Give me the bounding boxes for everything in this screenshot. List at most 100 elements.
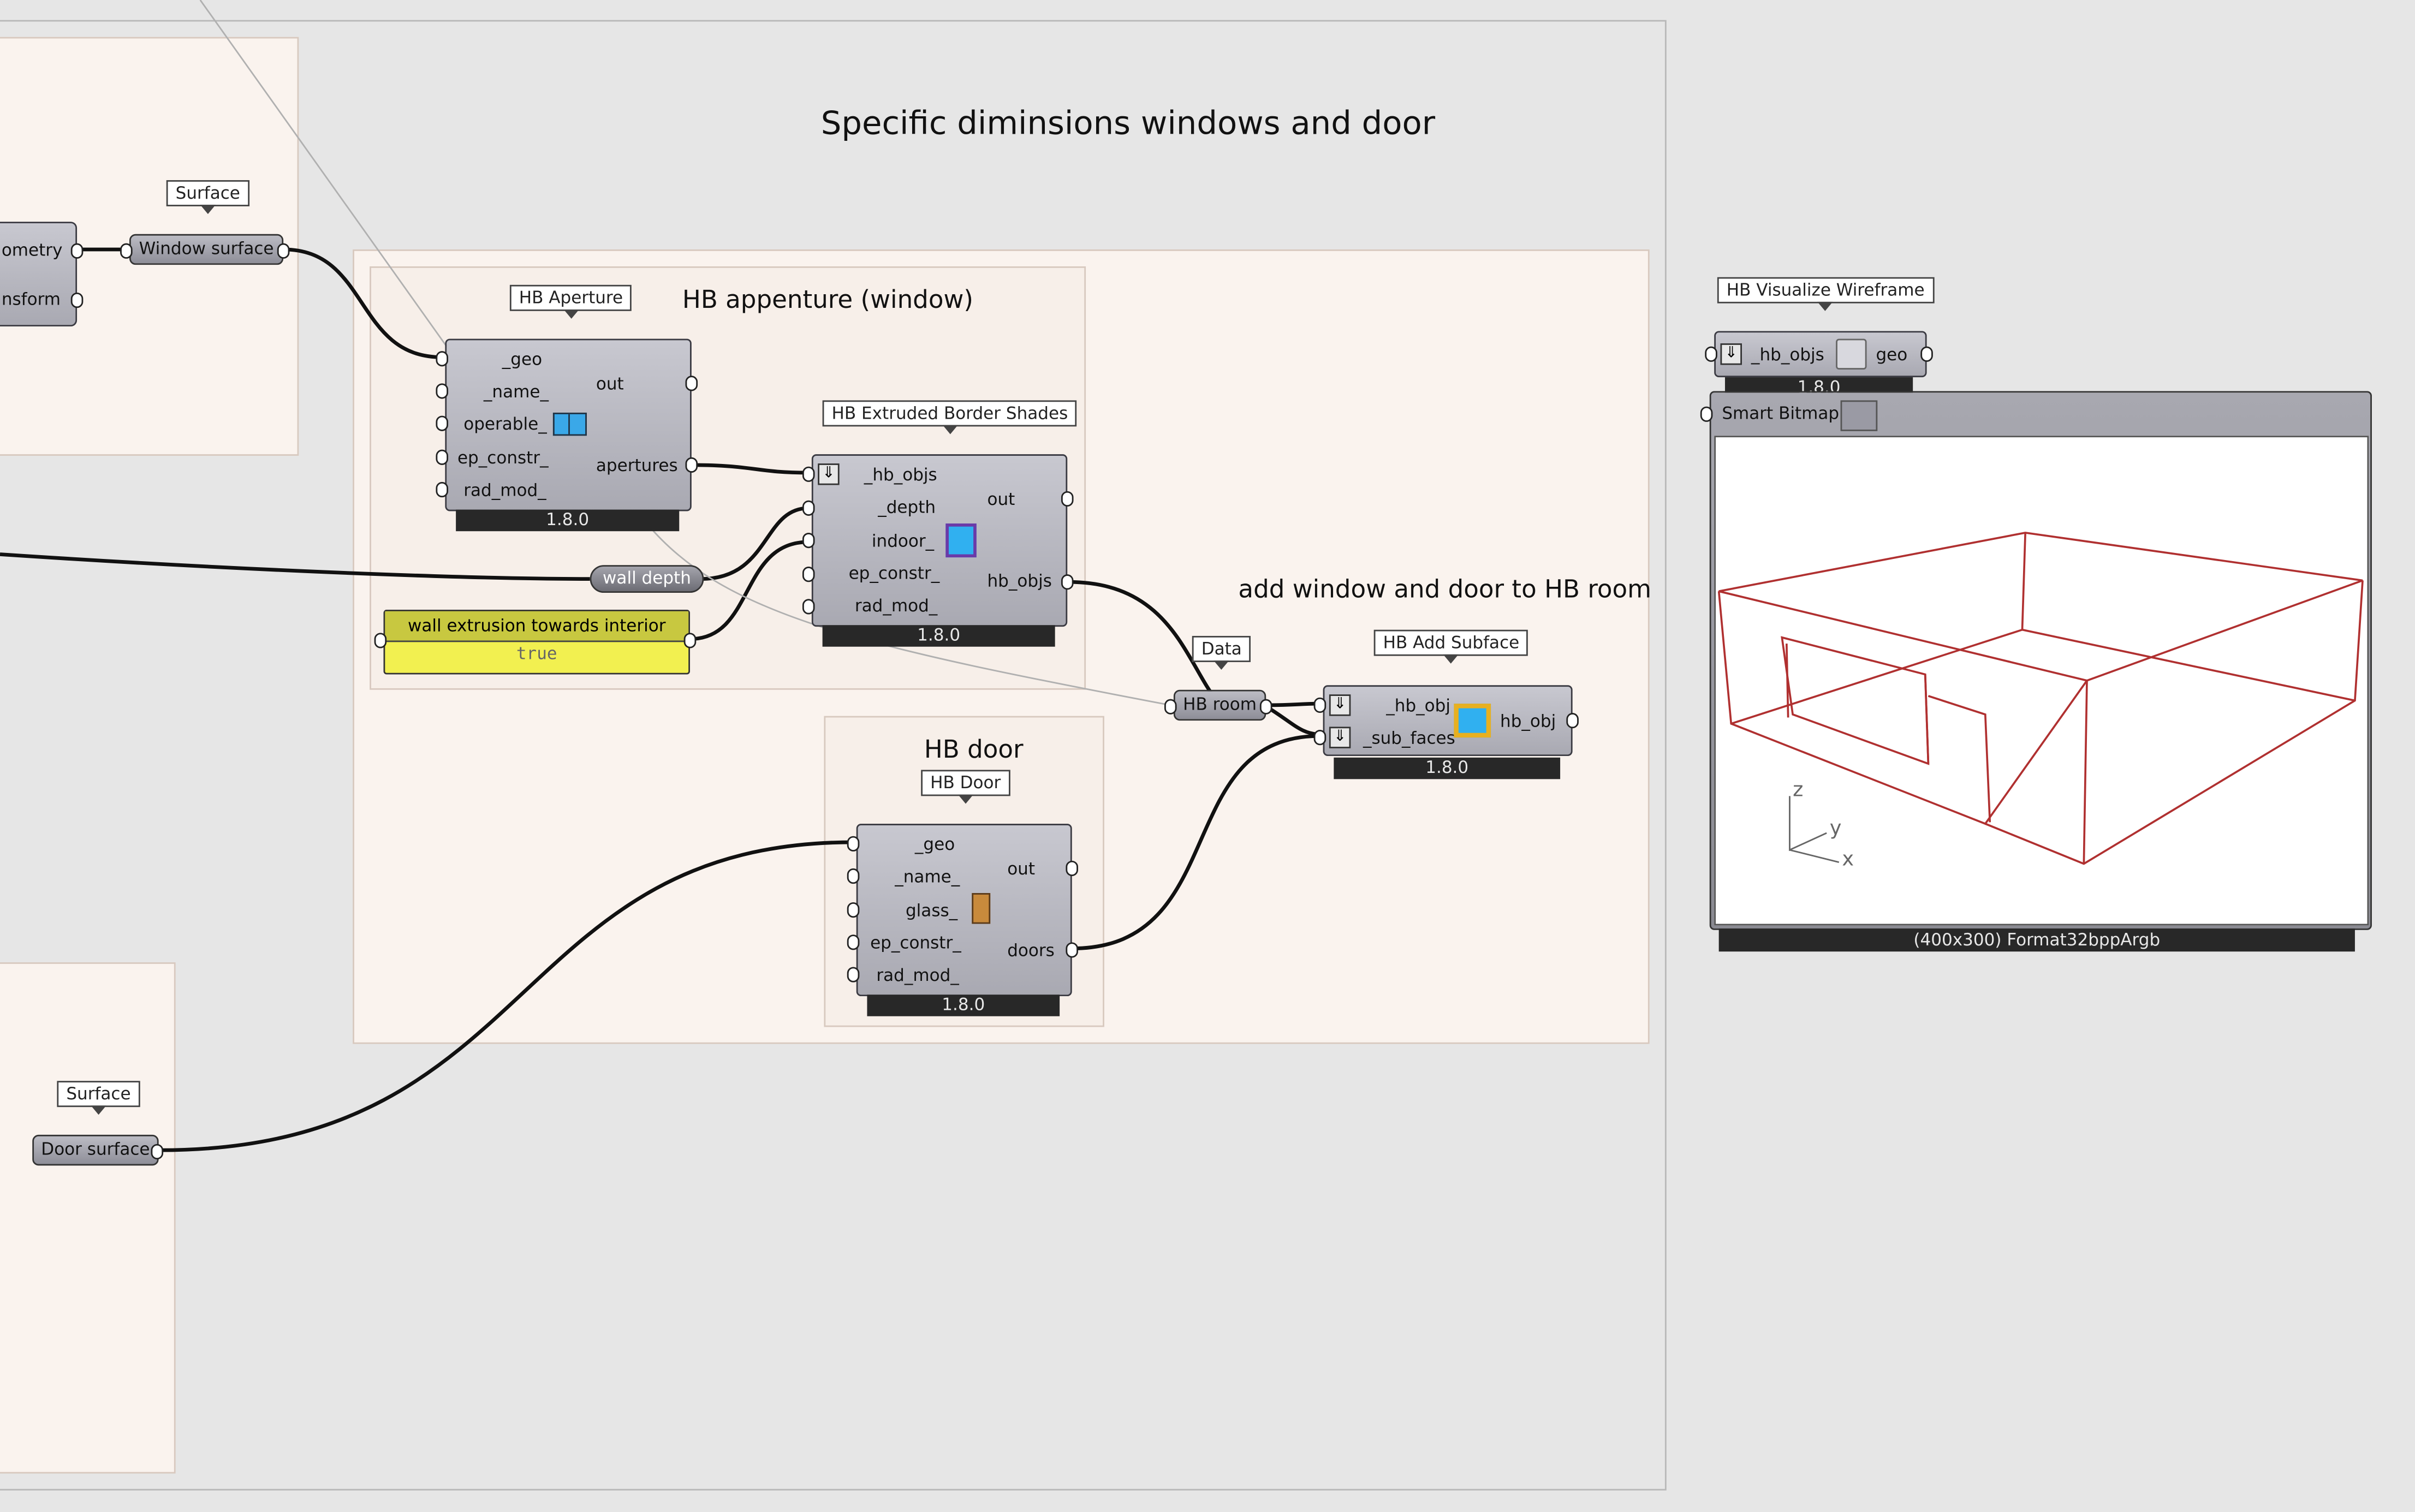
door-output-doors: doors [1007,940,1055,961]
wall-extrusion-toggle[interactable]: wall extrusion towards interior true [383,610,690,675]
shades-port-rad-mod[interactable] [802,599,815,615]
toggle-output-port[interactable] [683,633,697,648]
hb-room-param[interactable]: HB room [1173,689,1266,721]
toggle-input-port[interactable] [374,633,387,648]
hb-aperture-version: 1.8.0 [456,509,680,532]
axis-x-label: x [1842,847,1854,870]
toggle-label: wall extrusion towards interior [385,611,689,642]
subface-port-sub-faces[interactable] [1313,730,1327,746]
door-icon [972,893,991,924]
hb-door-note: HB Door [921,770,1010,804]
smart-bitmap-panel[interactable]: Smart Bitmap [1709,391,2372,930]
door-surface-output-port[interactable] [151,1144,164,1160]
window-surface-output-port[interactable] [277,243,290,259]
aperture-input-ep-constr: ep_constr_ [457,448,549,468]
toggle-value: true [516,644,557,664]
geometry-output-port[interactable] [70,243,84,259]
shades-port-hb-objs-out[interactable] [1061,574,1074,590]
subface-port-hb-obj[interactable] [1313,697,1327,713]
house-icon [1836,338,1867,370]
shades-port-indoor[interactable] [802,532,815,549]
aperture-port-ep-constr[interactable] [436,449,449,465]
graft-arrow-icon[interactable]: ⇓ [1329,694,1351,716]
room-data-note: Data [1192,635,1251,670]
aperture-port-geo[interactable] [436,351,449,367]
bitmap-canvas: z y x [1714,436,2369,926]
door-port-rad-mod[interactable] [847,967,860,983]
wireframe-input-port[interactable] [1705,346,1717,362]
door-port-doors[interactable] [1066,942,1078,958]
shades-input-depth: _depth [878,497,936,517]
hb-door-version: 1.8.0 [867,995,1060,1016]
door-surface-param[interactable]: Door surface [32,1134,159,1166]
aperture-input-geo: _geo [502,349,543,370]
door-port-out[interactable] [1066,860,1078,877]
shades-output-out: out [987,490,1015,510]
shades-port-hb-objs[interactable] [802,466,815,482]
aperture-input-name: _name_ [483,382,549,402]
subface-output-hb-obj: hb_obj [1500,711,1556,731]
transform-output-port[interactable] [70,292,84,308]
window-surface-param[interactable]: Window surface [129,234,284,265]
smart-bitmap-footer: (400x300) Format32bppArgb [1718,928,2355,952]
door-input-glass: glass_ [905,901,958,921]
graft-arrow-icon[interactable]: ⇓ [1720,343,1742,365]
subface-icon [1454,704,1491,738]
aperture-group-title: HB appenture (window) [682,284,973,314]
hb-aperture-component[interactable]: _geo _name_ operable_ ep_constr_ rad_mod… [445,338,692,511]
hb-door-component[interactable]: _geo _name_ glass_ ep_constr_ rad_mod_ o… [856,824,1072,997]
door-input-geo: _geo [914,834,955,855]
shades-port-ep-constr[interactable] [802,567,815,582]
smart-bitmap-input-port[interactable] [1700,406,1713,422]
door-port-ep-constr[interactable] [847,934,860,950]
shades-port-out[interactable] [1061,491,1074,507]
door-group-title: HB door [924,734,1024,764]
geometry-output-label: ometry [1,240,63,260]
subface-input-sub-faces: _sub_faces [1363,728,1455,748]
door-port-name[interactable] [847,868,860,884]
door-surface-note: Surface [57,1081,140,1115]
window-icon [552,412,587,436]
shades-port-depth[interactable] [802,500,815,516]
door-port-geo[interactable] [847,836,860,852]
shades-version: 1.8.0 [822,625,1055,647]
left-group-bottom [0,962,176,1474]
aperture-port-operable[interactable] [436,415,449,431]
aperture-port-name[interactable] [436,383,449,399]
shades-input-hb-objs: _hb_objs [864,465,937,485]
window-surface-input-port[interactable] [120,243,133,259]
wireframe-note: HB Visualize Wireframe [1717,277,1934,311]
shades-input-rad-mod: rad_mod_ [854,596,938,616]
add-subface-note: HB Add Subface [1373,629,1529,664]
window-surface-note: Surface [166,180,249,215]
axis-z-label: z [1793,777,1803,801]
door-port-glass[interactable] [847,902,860,918]
aperture-port-rad-mod[interactable] [436,481,449,498]
aperture-port-out[interactable] [685,376,698,391]
geometry-component[interactable]: ometry nsform [0,222,78,327]
wireframe-output-port[interactable] [1920,346,1933,362]
hb-room-input-port[interactable] [1164,699,1177,715]
hb-room-output-port[interactable] [1259,699,1272,715]
wireframe-component[interactable]: ⇓ _hb_objs geo [1714,331,1927,378]
wireframe-render: z y x [1717,532,2364,870]
shades-input-indoor: indoor_ [871,531,935,551]
aperture-port-apertures[interactable] [685,457,698,473]
door-input-rad-mod: rad_mod_ [876,965,959,986]
axis-y-label: y [1830,816,1842,840]
add-subface-component[interactable]: ⇓ ⇓ _hb_obj _sub_faces hb_obj [1323,685,1573,757]
wall-depth-param[interactable]: wall depth [590,565,704,593]
graft-arrow-icon[interactable]: ⇓ [1329,727,1351,748]
main-frame [0,20,1667,1491]
door-output-out: out [1007,859,1036,879]
aperture-input-rad-mod: rad_mod_ [463,480,546,501]
subface-port-output[interactable] [1566,713,1579,729]
wireframe-input: _hb_objs [1751,344,1824,365]
add-subface-version: 1.8.0 [1334,757,1561,779]
room-group-title: add window and door to HB room [1238,574,1652,604]
bitmap-preview-icon [1840,400,1878,431]
shades-note: HB Extruded Border Shades [822,400,1078,434]
shades-component[interactable]: ⇓ _hb_objs _depth indoor_ ep_constr_ rad… [811,454,1068,627]
graft-arrow-icon[interactable]: ⇓ [818,463,840,485]
